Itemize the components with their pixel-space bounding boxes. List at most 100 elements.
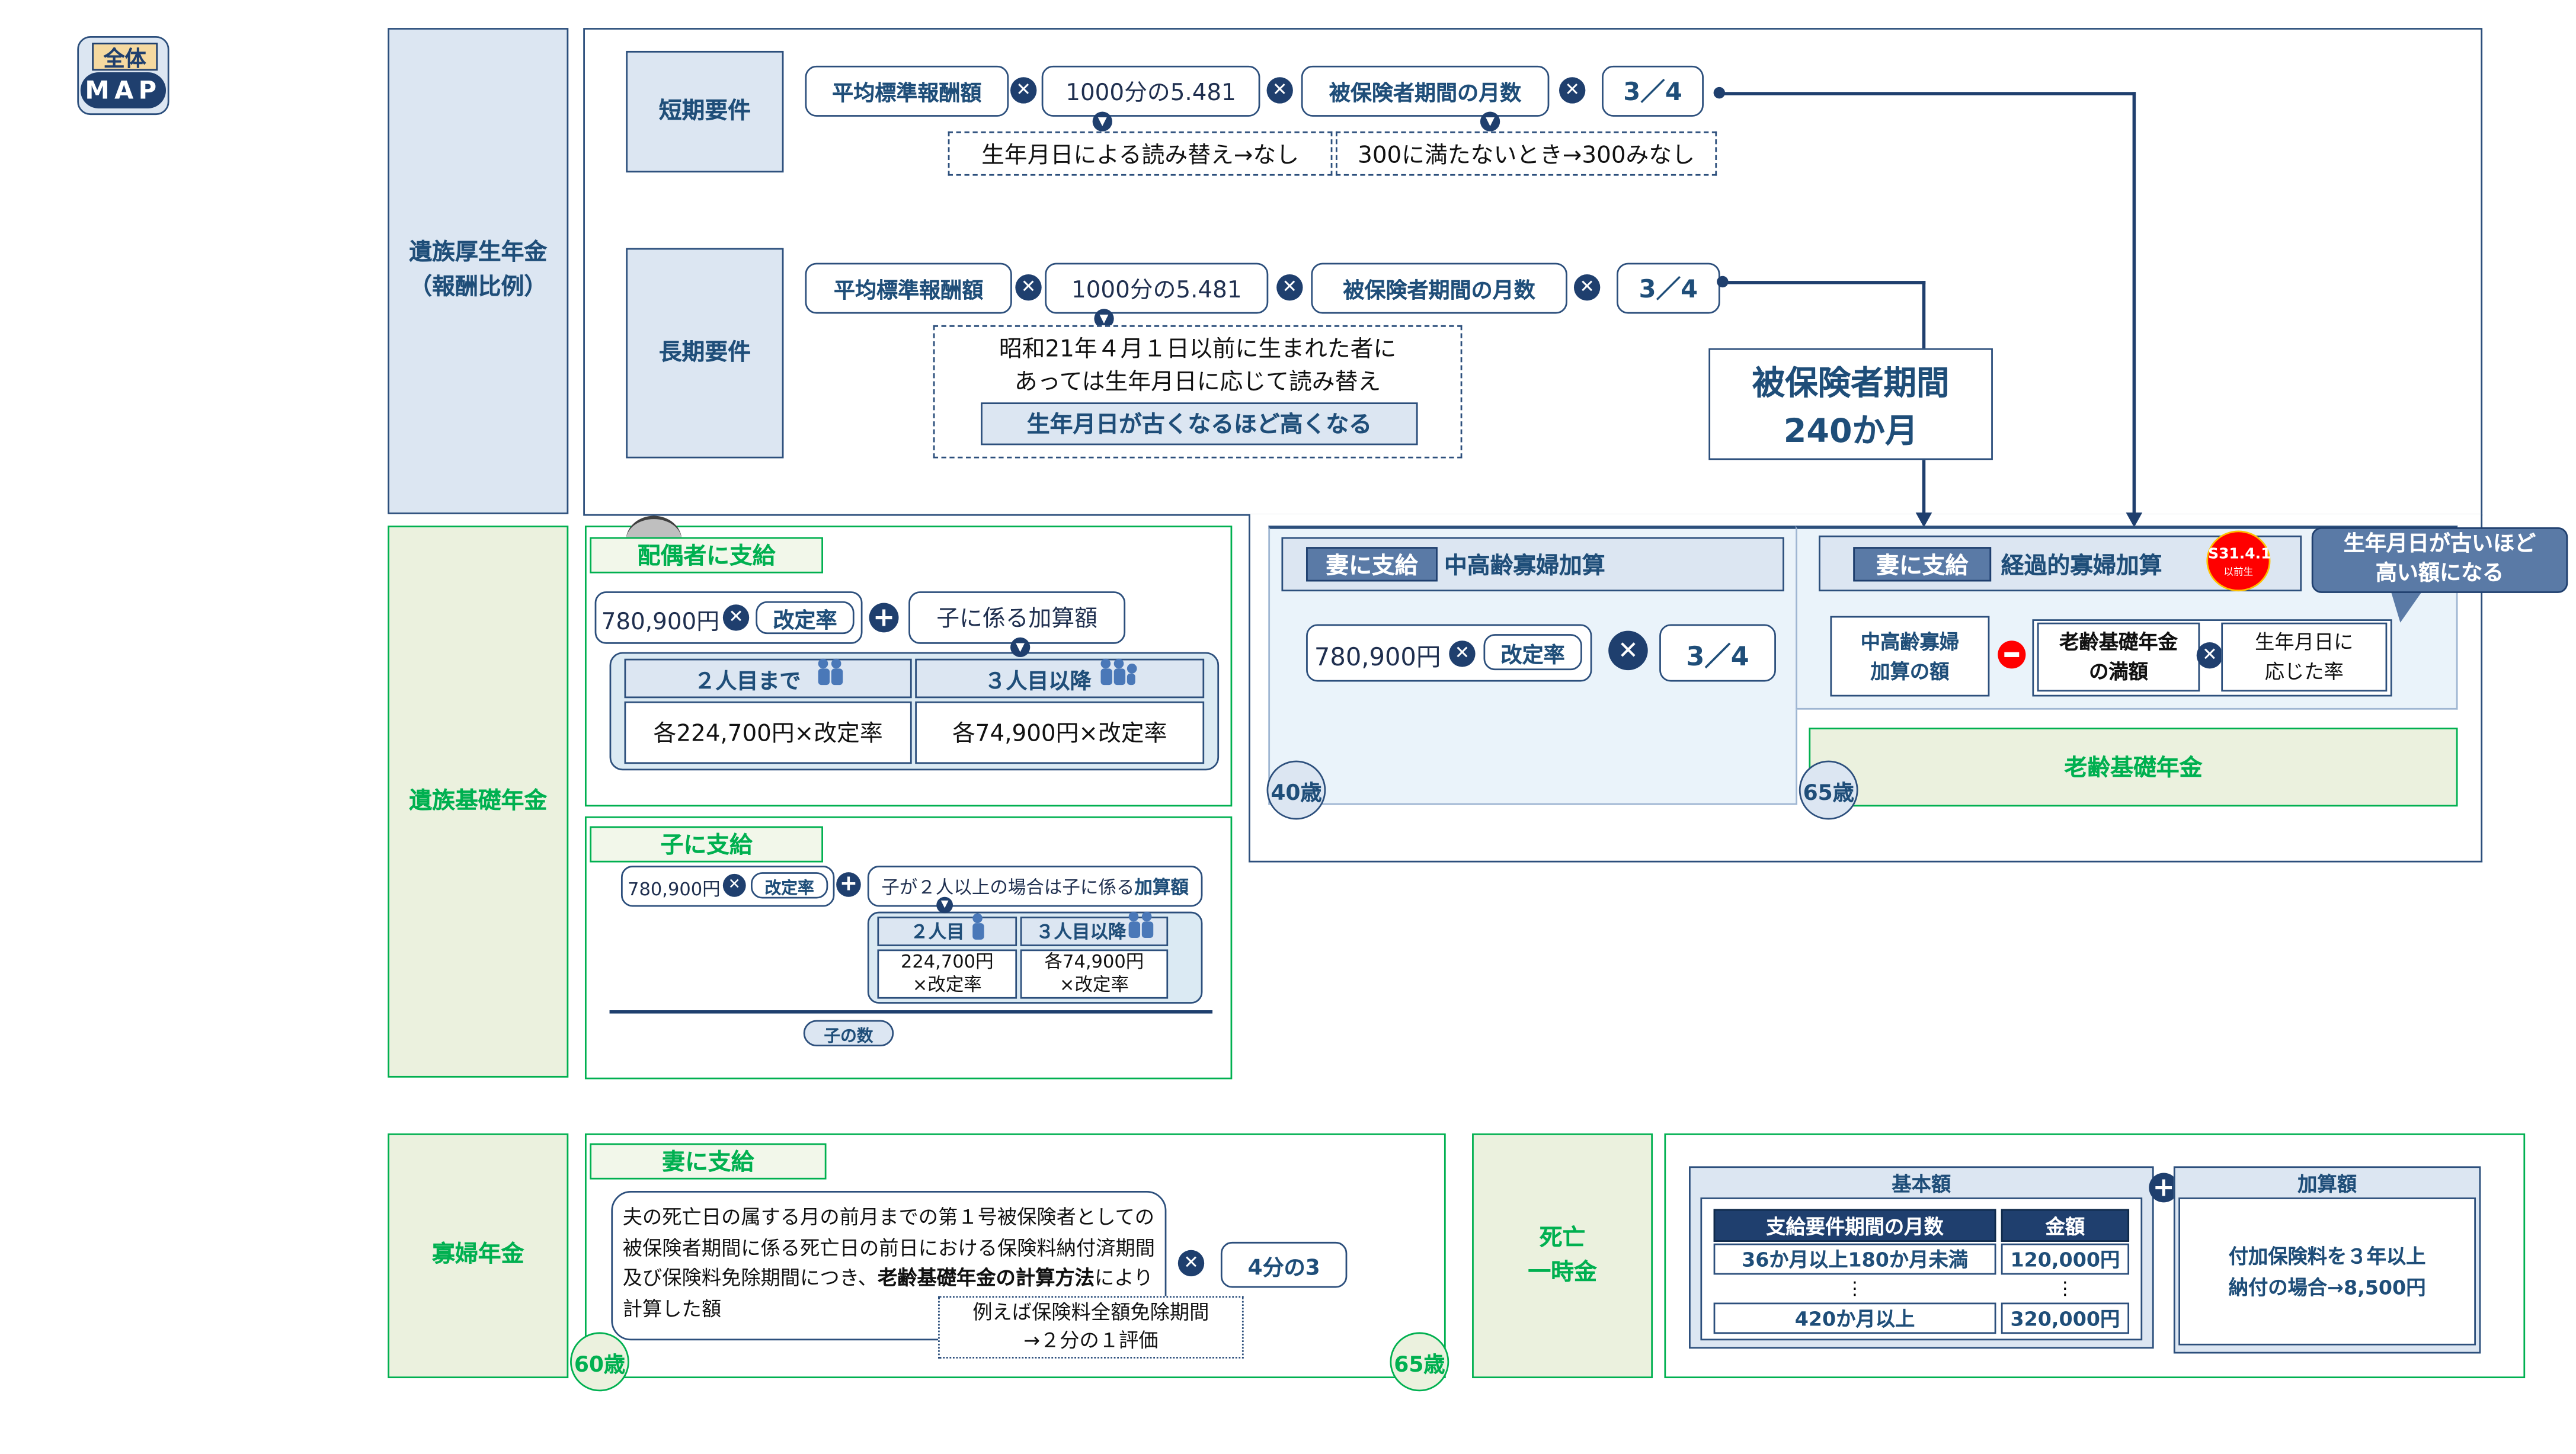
- birth-before-badge: S31.4.1 以前生: [2206, 530, 2271, 592]
- months-pill: 被保険者期間の月数: [1311, 262, 1567, 314]
- row-amount: 120,000円: [2001, 1243, 2130, 1275]
- col-months-header: 支給要件期間の月数: [1713, 1209, 1996, 1242]
- avg-remuneration-pill: 平均標準報酬額: [805, 65, 1009, 117]
- spouse-label: 配偶者に支給: [590, 537, 823, 574]
- middle-age-title: 中高齢寡婦加算: [1444, 553, 1605, 580]
- people-icon: [816, 658, 842, 691]
- col-label: ３人目以降: [1035, 921, 1127, 943]
- multiply-icon: ✕: [2196, 642, 2223, 669]
- person-icon: [972, 913, 984, 940]
- addition-note: 子が２人以上の場合は子に係る: [881, 876, 1135, 898]
- amount-text: 780,900円: [601, 609, 720, 636]
- multiply-icon: ✕: [1559, 77, 1586, 104]
- arrow-down-icon: [1915, 512, 1932, 527]
- logo-map: MAP: [80, 72, 167, 108]
- connector-dot: [1713, 87, 1726, 99]
- multiply-icon: ✕: [722, 604, 750, 631]
- multiply-icon: ✕: [1449, 640, 1476, 667]
- connector-line: [1721, 281, 1926, 284]
- amount-text: 780,900円: [1314, 642, 1441, 672]
- addition-amount-title: 加算額: [2297, 1172, 2357, 1195]
- value: 各74,900円: [1044, 951, 1144, 973]
- multiply-icon: ✕: [1608, 630, 1648, 671]
- age-60-marker: 60歳: [570, 1332, 629, 1392]
- row-months: 420か月以上: [1713, 1302, 1996, 1334]
- row-months: 36か月以上180か月未満: [1713, 1243, 1996, 1275]
- middle-age-amount-pill: 780,900円 ✕ 改定率: [1306, 624, 1592, 682]
- addition-bold: 加算額: [1134, 876, 1189, 898]
- col-3rd-onwards: ３人目以降: [1020, 911, 1169, 946]
- spouse-amount-pill: 780,900円 ✕ 改定率: [594, 591, 863, 644]
- ellipsis: ⋮: [2056, 1277, 2075, 1299]
- value: 224,700円: [900, 951, 994, 973]
- basic-amount-title: 基本額: [1892, 1172, 1951, 1195]
- note-300-months: 300に満たないとき→300みなし: [1335, 131, 1717, 176]
- plus-icon: +: [836, 872, 861, 897]
- multiply-icon: ✕: [1266, 77, 1293, 104]
- wife-label: 妻に支給: [590, 1143, 827, 1180]
- connector-dot: [1717, 276, 1729, 288]
- age-65-marker: 65歳: [1799, 760, 1858, 820]
- calc-text: 夫の死亡日の属する月の前月までの第１号被保険者としての被保険者期間に係る死亡日の…: [622, 1205, 1156, 1290]
- callout-tail: [2390, 590, 2424, 623]
- full-basic-pension-box: 老齢基礎年金 の満額: [2037, 622, 2200, 692]
- connector-line: [2132, 92, 2136, 516]
- people-icon: [1126, 911, 1153, 942]
- arrow-down-icon: [2126, 512, 2143, 527]
- calc-text-bold: 老齢基礎年金の計算方法: [877, 1266, 1095, 1290]
- axis-line: [609, 1010, 1213, 1014]
- map-logo-button[interactable]: 全体 MAP: [77, 36, 169, 116]
- fraction-pill: 4分の3: [1220, 1241, 1348, 1288]
- multiply-icon: ✕: [1177, 1250, 1205, 1277]
- col-2nd: ２人目: [877, 913, 1017, 946]
- pointer-down-icon: ▼: [1092, 111, 1112, 132]
- addition-amount: 8,500円: [2343, 1276, 2426, 1299]
- child-amount-pill: 780,900円 ✕ 改定率: [620, 866, 835, 907]
- avg-remuneration-pill: 平均標準報酬額: [805, 262, 1012, 314]
- child-addition-pill: 子に係る加算額: [908, 591, 1126, 644]
- label-widow-pension: 寡婦年金: [388, 1133, 569, 1379]
- note-highlight: 生年月日が古くなるほど高くなる: [981, 402, 1418, 446]
- period-240-box: 被保険者期間 240か月: [1708, 348, 1993, 460]
- rate-pill: 1000分の5.481: [1041, 65, 1260, 117]
- calc-text: により計算した額: [622, 1266, 1154, 1320]
- multiply-icon: ✕: [1010, 77, 1037, 104]
- fraction-pill: 3／4: [1659, 624, 1776, 682]
- label-death-lump-sum: 死亡 一時金: [1472, 1133, 1653, 1379]
- wife-tag: 妻に支給: [1306, 547, 1438, 582]
- revision-rate: 改定率: [750, 872, 828, 899]
- birth-rate-box: 生年月日に 応じた率: [2221, 622, 2388, 692]
- multiply-icon: ✕: [722, 873, 746, 897]
- cell-value: 224,700円×改定率: [877, 949, 1017, 999]
- badge-date: S31.4.1: [2208, 547, 2271, 563]
- multiply-icon: ✕: [1015, 274, 1042, 301]
- pointer-down-icon: ▼: [936, 896, 953, 914]
- exemption-note: 例えば保険料全額免除期間 →２分の１評価: [938, 1296, 1244, 1359]
- cell-value: 各224,700円×改定率: [624, 701, 912, 764]
- value: ×改定率: [912, 974, 982, 996]
- label-survivor-basic-pension: 遺族基礎年金: [388, 526, 569, 1078]
- addition-text: 納付の場合→: [2228, 1276, 2344, 1299]
- minus-icon: [1998, 640, 2026, 669]
- addition-amount-body: 付加保険料を３年以上 納付の場合→8,500円: [2178, 1197, 2476, 1346]
- plus-icon: +: [2149, 1172, 2179, 1203]
- pointer-down-icon: ▼: [1480, 111, 1500, 132]
- note-line: 昭和21年４月１日以前に生まれた者に: [999, 337, 1397, 363]
- age-65-marker: 65歳: [1390, 1332, 1449, 1392]
- addition-line: 付加保険料を３年以上: [2228, 1245, 2426, 1269]
- note-birth-reading: 生年月日による読み替え→なし: [948, 131, 1333, 176]
- ellipsis: ⋮: [1845, 1277, 1864, 1299]
- connector-line: [1718, 92, 2136, 95]
- months-pill: 被保険者期間の月数: [1301, 65, 1550, 117]
- badge-note: 以前生: [2223, 566, 2254, 578]
- child-label: 子に支給: [590, 826, 823, 863]
- middle-age-amount-box: 中高齢寡婦 加算の額: [1830, 616, 1990, 697]
- note-birth-reading-long: 昭和21年４月１日以前に生まれた者に あっては生年月日に応じて読み替え 生年月日…: [933, 325, 1463, 459]
- pointer-down-icon: ▼: [1010, 637, 1031, 657]
- people-icon: [1099, 658, 1138, 691]
- label-survivor-employees-pension: 遺族厚生年金 （報酬比例）: [388, 28, 569, 514]
- col-label: ２人目まで: [694, 669, 801, 694]
- value: ×改定率: [1059, 974, 1129, 996]
- period-value: 240か月: [1783, 411, 1918, 450]
- revision-rate: 改定率: [1483, 634, 1582, 671]
